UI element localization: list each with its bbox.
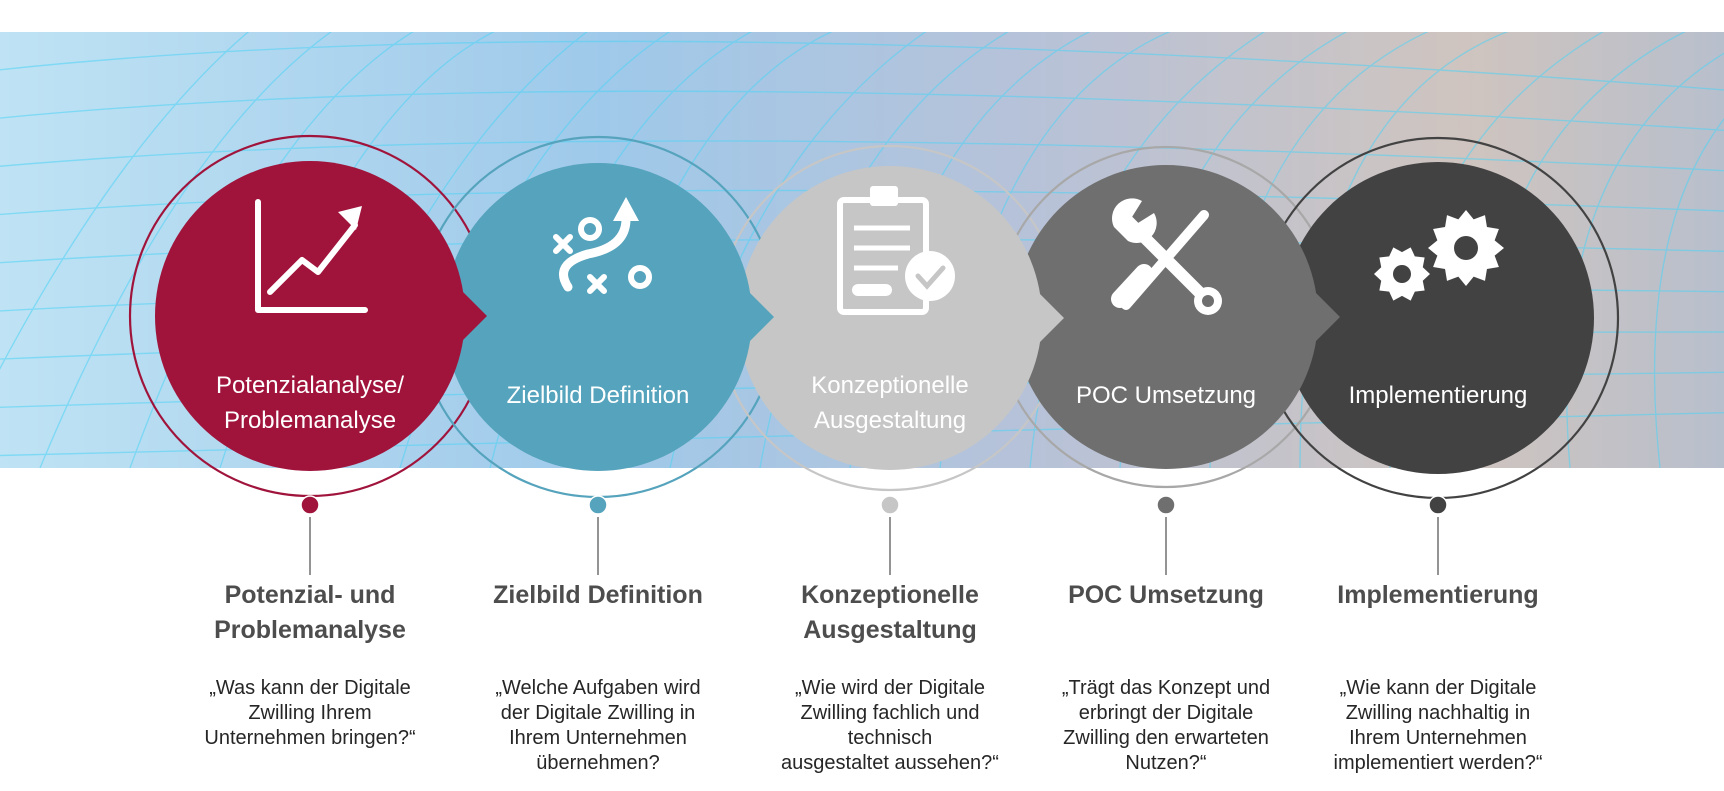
strategy-play-icon (553, 197, 652, 294)
step-circle (738, 166, 1064, 470)
step-title: Implementierung (1337, 581, 1539, 609)
arrow-pointer (457, 286, 487, 346)
circle-label: Implementierung (1348, 382, 1528, 409)
gears-icon (1374, 210, 1504, 301)
step-question: „Wie kann der Digitale Zwilling nachhalt… (1333, 677, 1543, 774)
step-circle (444, 163, 774, 471)
arrow-pointer (1034, 288, 1064, 348)
circle-label: Konzeptionelle Ausgestaltung (811, 372, 969, 434)
step-circle (1282, 162, 1594, 474)
clipboard-check-icon (837, 186, 955, 315)
circle-label: POC Umsetzung (1075, 382, 1257, 409)
step-circle (1014, 165, 1340, 469)
arrow-pointer (744, 287, 774, 347)
tools-icon (1111, 198, 1222, 315)
step-title: Konzeptionelle Ausgestaltung (801, 581, 979, 644)
step-question: „Welche Aufgaben wird der Digitale Zwill… (495, 677, 701, 774)
timeline-dot (1428, 495, 1448, 515)
timeline-dot (1156, 495, 1176, 515)
trend-chart-icon (255, 199, 368, 313)
step-circle (155, 161, 487, 471)
step-question: „Was kann der Digitale Zwilling Ihrem Un… (204, 677, 416, 749)
arrow-pointer (1310, 287, 1340, 347)
timeline-dot (880, 495, 900, 515)
circle-label: Potenzialanalyse/ Problemanalyse (215, 372, 405, 434)
circle-label: Zielbild Definition (506, 382, 690, 409)
step-title: Zielbild Definition (493, 581, 703, 609)
timeline-dot (588, 495, 608, 515)
step-question: „Wie wird der Digitale Zwilling fachlich… (781, 677, 999, 774)
step-question: „Trägt das Konzept und erbringt der Digi… (1061, 677, 1271, 774)
step-title: Potenzial- und Problemanalyse (214, 581, 406, 644)
timeline-dot (300, 495, 320, 515)
step-title: POC Umsetzung (1068, 581, 1264, 609)
